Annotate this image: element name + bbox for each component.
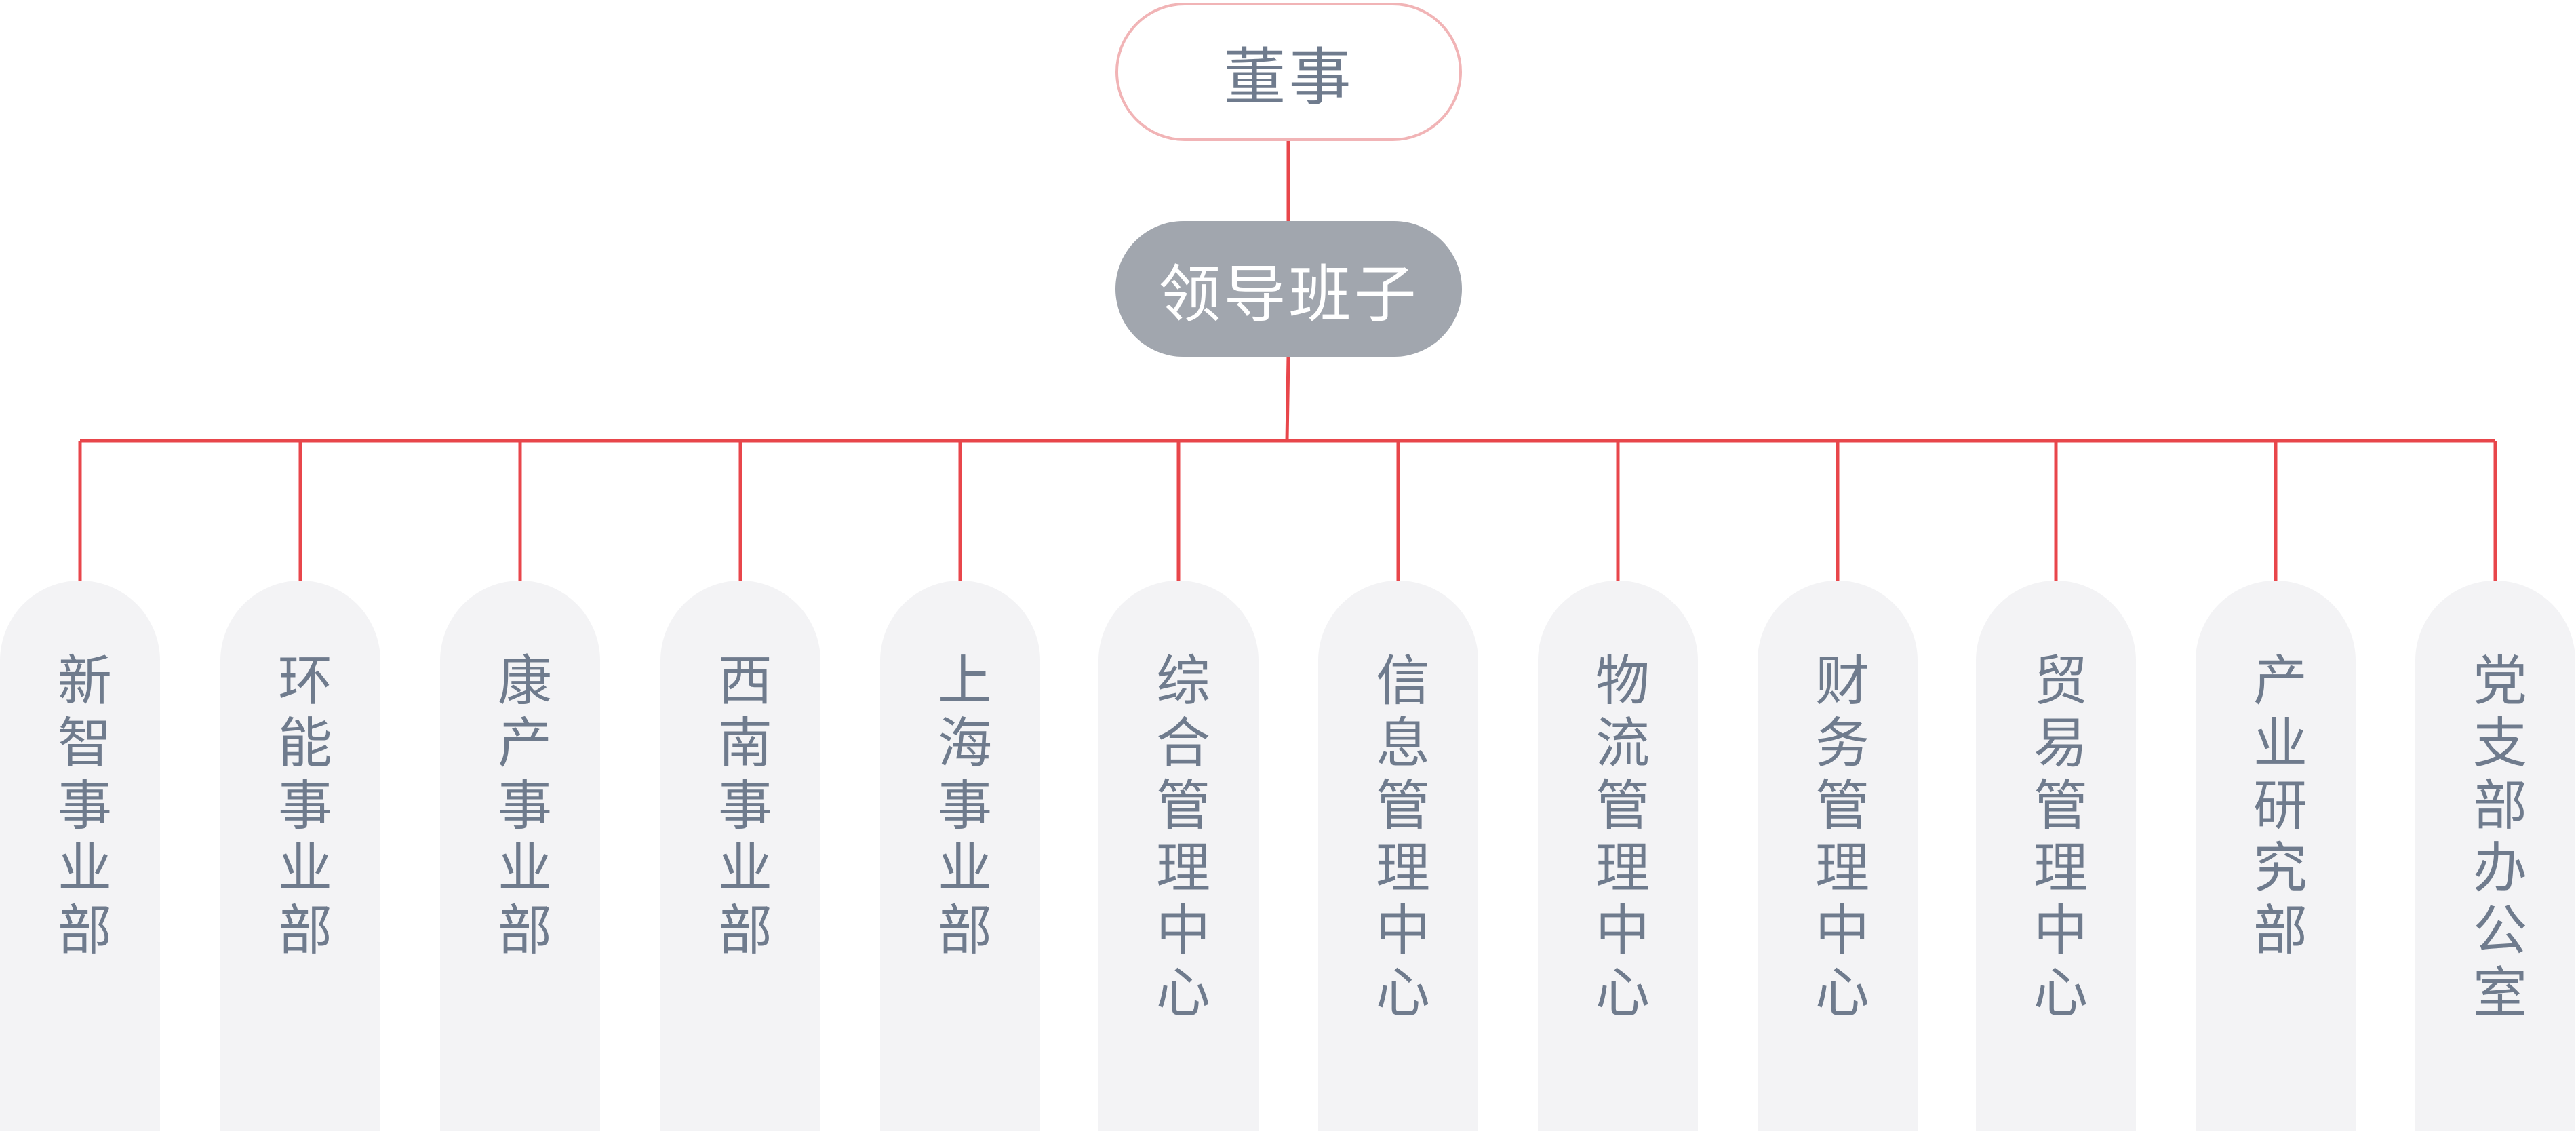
department-label: 上海事业部 <box>929 652 992 964</box>
department-label: 康产事业部 <box>489 652 552 964</box>
department-node-kangchan: 康产事业部 <box>440 581 600 1131</box>
department-node-industry-research: 产业研究部 <box>2196 581 2356 1131</box>
department-node-party-branch-office: 党支部办公室 <box>2415 581 2575 1131</box>
connector-leadership-to-bus <box>1285 356 1290 442</box>
department-label: 综合管理中心 <box>1147 652 1210 1026</box>
department-label: 物流管理中心 <box>1587 652 1650 1026</box>
leadership-node: 领导班子 <box>1115 221 1462 357</box>
director-node: 董事 <box>1115 3 1462 141</box>
department-node-trade-management: 贸易管理中心 <box>1976 581 2136 1131</box>
director-label: 董事 <box>1223 41 1354 114</box>
department-label: 信息管理中心 <box>1367 652 1430 1026</box>
department-label: 环能事业部 <box>269 652 332 964</box>
department-label: 新智事业部 <box>49 652 112 964</box>
department-node-xinan: 西南事业部 <box>660 581 820 1131</box>
department-node-xinzhi: 新智事业部 <box>0 581 160 1131</box>
leadership-label: 领导班子 <box>1158 258 1419 331</box>
department-node-information-management: 信息管理中心 <box>1318 581 1478 1131</box>
department-drop-lines <box>78 441 2497 581</box>
department-label: 贸易管理中心 <box>2025 652 2088 1026</box>
department-label: 西南事业部 <box>709 652 772 964</box>
department-node-general-management: 综合管理中心 <box>1098 581 1259 1131</box>
department-label: 党支部办公室 <box>2464 652 2527 1026</box>
department-node-huanneng: 环能事业部 <box>220 581 380 1131</box>
department-node-finance-management: 财务管理中心 <box>1758 581 1918 1131</box>
department-label: 产业研究部 <box>2244 652 2307 964</box>
department-node-shanghai: 上海事业部 <box>880 581 1040 1131</box>
department-node-logistics-management: 物流管理中心 <box>1538 581 1698 1131</box>
department-label: 财务管理中心 <box>1806 652 1869 1026</box>
